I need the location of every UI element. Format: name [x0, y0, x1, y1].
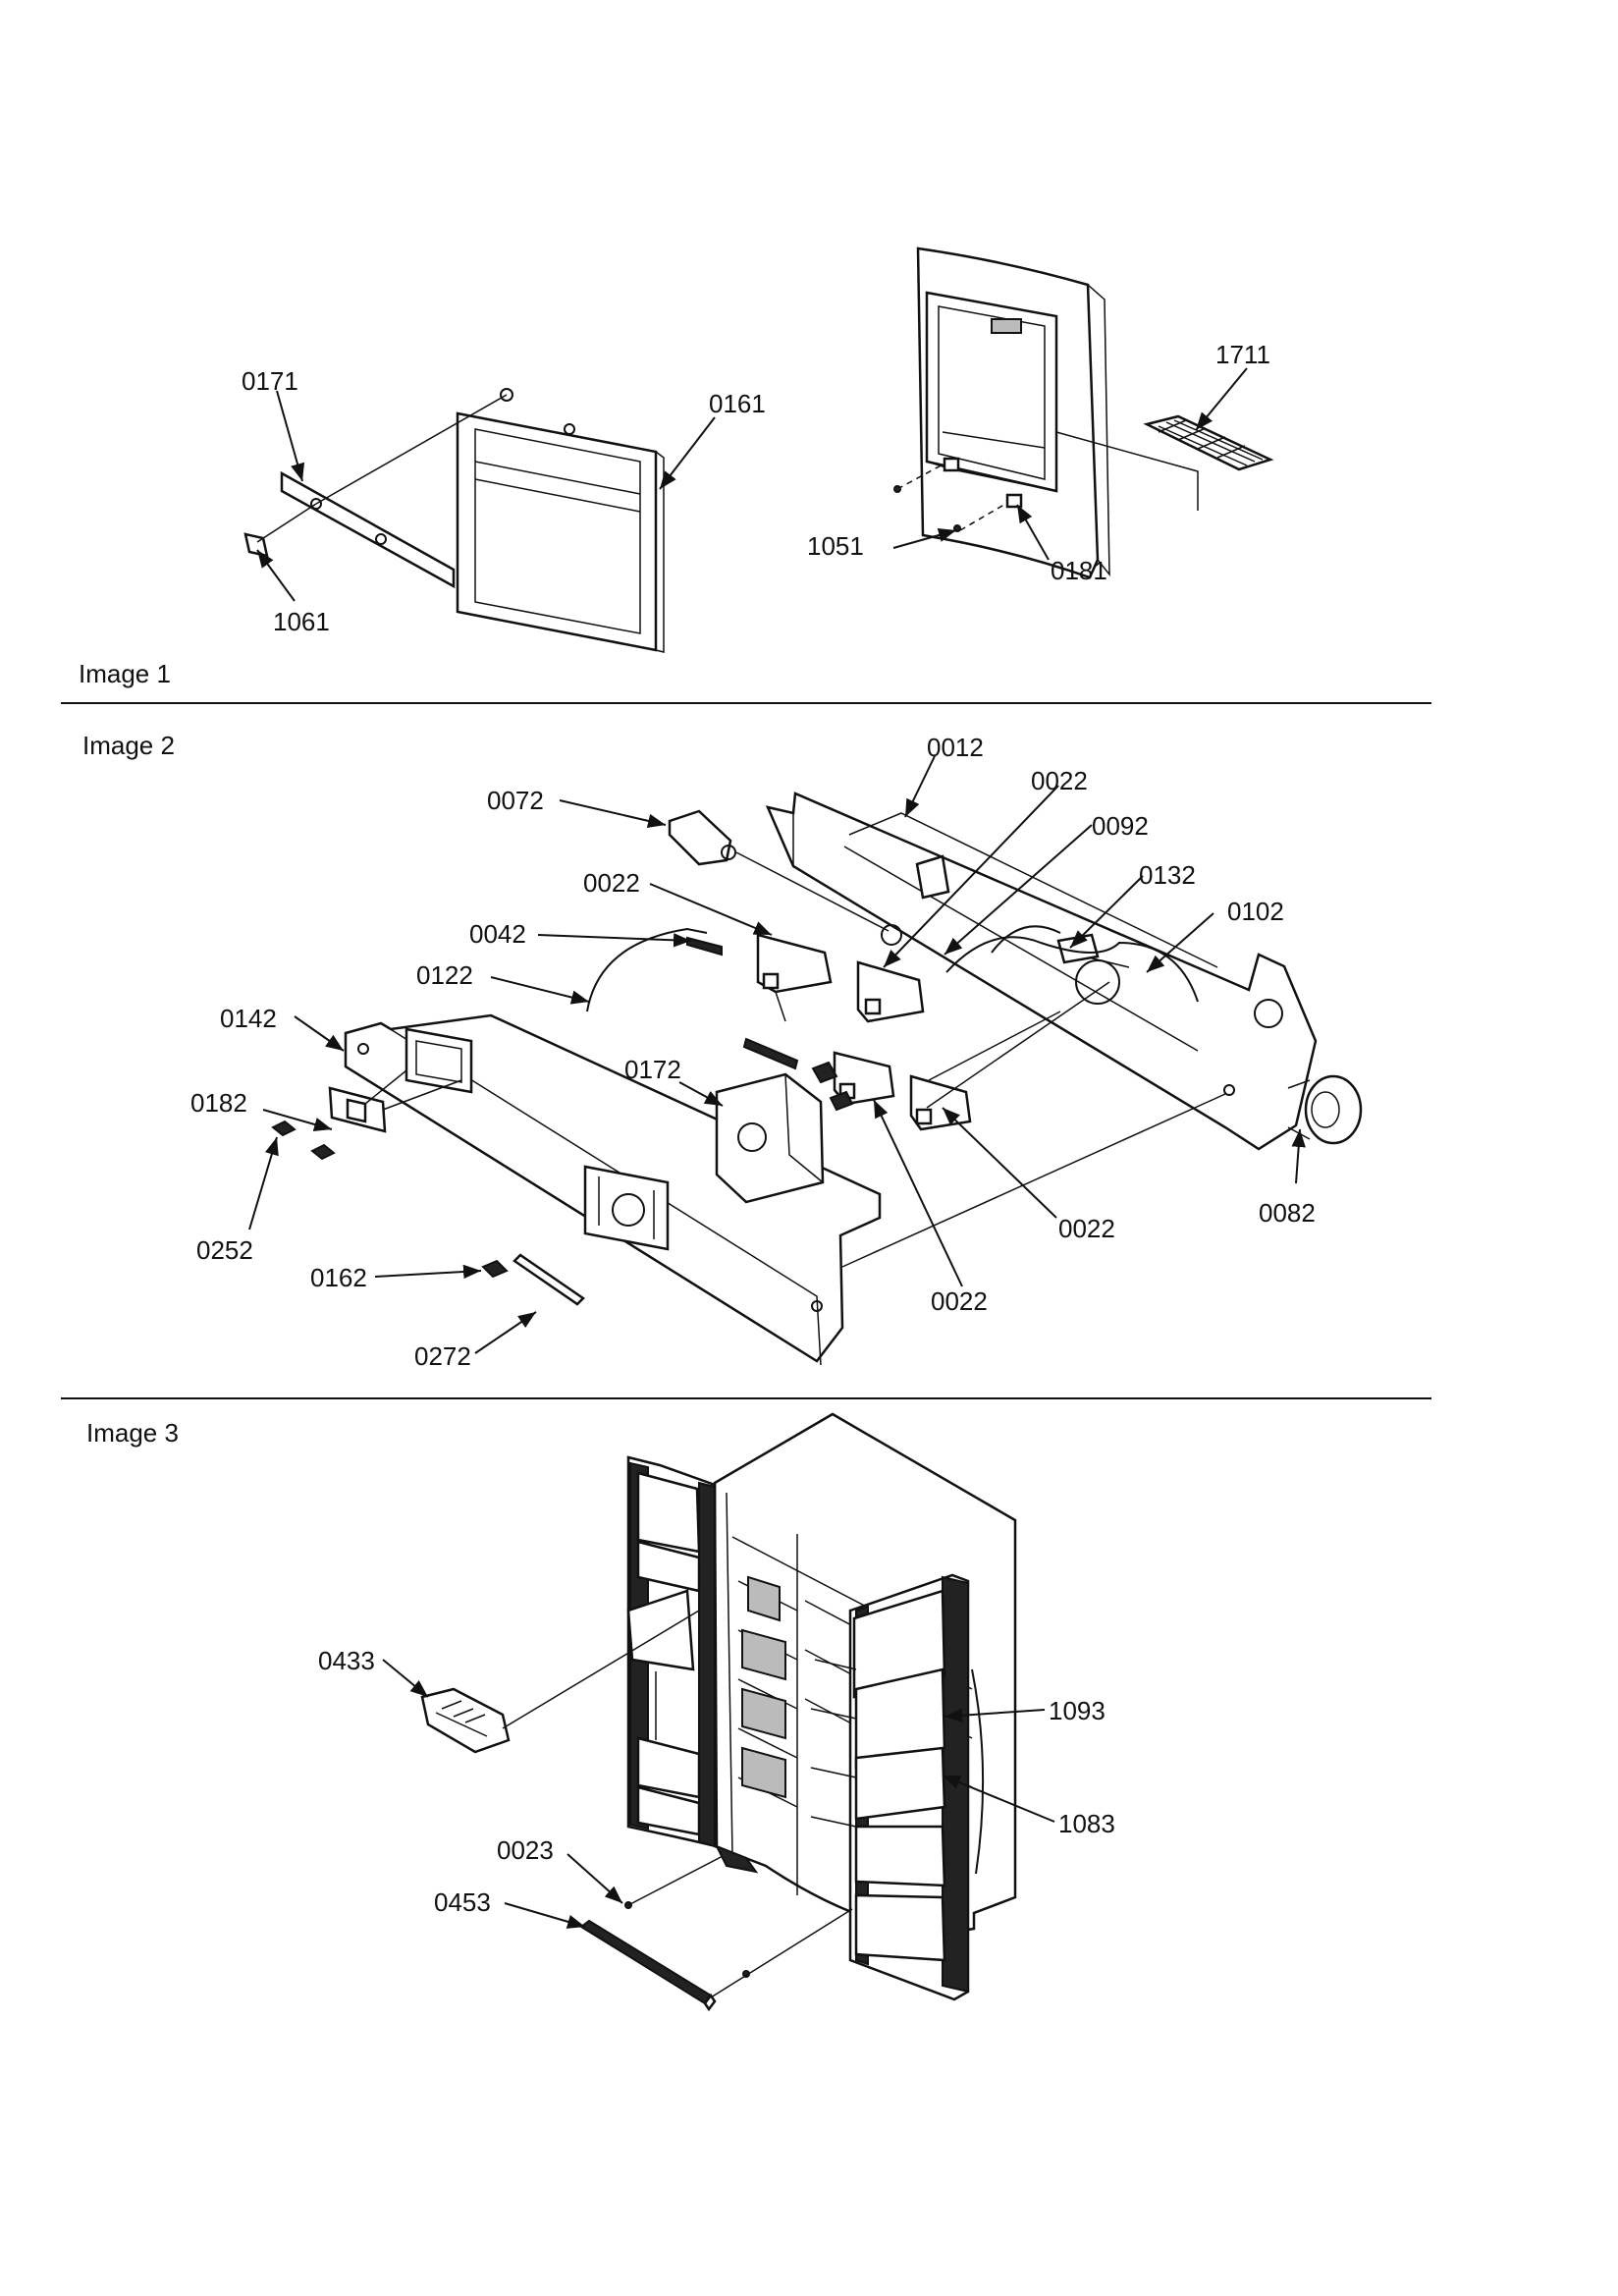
- callout-0122: 0122: [416, 960, 473, 990]
- callout-0012: 0012: [927, 733, 984, 762]
- tray-part-0433: [420, 1610, 700, 1754]
- wire-part-0122: [586, 927, 708, 1012]
- switch-upper-left: [756, 933, 833, 1022]
- callout-0272: 0272: [414, 1341, 471, 1371]
- right-door: [810, 1573, 985, 2001]
- section-title-image1: Image 1: [79, 659, 171, 688]
- plate-part-0182: [328, 1069, 462, 1133]
- screw-icon: [742, 1037, 799, 1070]
- callout-0172: 0172: [624, 1055, 681, 1084]
- callout-0082: 0082: [1259, 1198, 1316, 1228]
- callout-0453: 0453: [434, 1887, 491, 1917]
- switch-upper-right: [856, 960, 925, 1023]
- callout-0102: 0102: [1227, 897, 1284, 926]
- callout-0162: 0162: [310, 1263, 367, 1292]
- callout-1711: 1711: [1215, 340, 1270, 369]
- callout-1051: 1051: [807, 531, 864, 561]
- callout-0022: 0022: [1058, 1214, 1115, 1243]
- section-title-image3: Image 3: [86, 1418, 179, 1448]
- screw-part-0252: [271, 1120, 297, 1137]
- callout-0171: 0171: [242, 366, 298, 396]
- callout-0161: 0161: [709, 389, 766, 418]
- callout-0022: 0022: [931, 1286, 988, 1316]
- callout-0142: 0142: [220, 1004, 277, 1033]
- callout-0072: 0072: [487, 786, 544, 815]
- callout-0181: 0181: [1051, 556, 1107, 585]
- bracket-part-0171: [280, 394, 508, 589]
- image1-drawing: 0171 0161 1061 1711 1051 0181: [242, 246, 1274, 653]
- image2-drawing: 0012 0072 0022 0092 0132 0022 0042 0102 …: [190, 733, 1363, 1371]
- screw-part-0162: [481, 1259, 509, 1279]
- screw-part-0042: [686, 936, 723, 957]
- callout-0023: 0023: [497, 1835, 554, 1865]
- callout-0132: 0132: [1139, 860, 1196, 890]
- section-title-image2: Image 2: [82, 731, 175, 760]
- grille-part-0453: [579, 1844, 853, 2012]
- dispenser-housing: [893, 246, 1199, 579]
- sensor-part-0072: [668, 809, 890, 932]
- frame-part-0161: [456, 388, 665, 653]
- clip-part-1061: [243, 503, 317, 558]
- callout-0022: 0022: [1031, 766, 1088, 795]
- callout-0433: 0433: [318, 1646, 375, 1675]
- callout-0022: 0022: [583, 868, 640, 898]
- screw-icon: [310, 1143, 336, 1161]
- bushing-part-0082: [1287, 1074, 1363, 1145]
- callout-0182: 0182: [190, 1088, 247, 1118]
- callout-0042: 0042: [469, 919, 526, 949]
- harness-part-0102: [945, 936, 1199, 1003]
- callout-0252: 0252: [196, 1235, 253, 1265]
- left-door: [626, 1455, 719, 1848]
- image3-drawing: 0433 1093 1083 0023 0453: [318, 1412, 1115, 2012]
- callout-1083: 1083: [1058, 1809, 1115, 1838]
- cover-part-0142: [344, 1013, 882, 1366]
- drip-tray-part-1711: [1143, 414, 1274, 471]
- callout-1093: 1093: [1049, 1696, 1106, 1725]
- callout-0092: 0092: [1092, 811, 1149, 841]
- control-part-0172: [715, 1061, 854, 1204]
- callout-1061: 1061: [273, 607, 330, 636]
- strip-part-0272: [512, 1253, 585, 1306]
